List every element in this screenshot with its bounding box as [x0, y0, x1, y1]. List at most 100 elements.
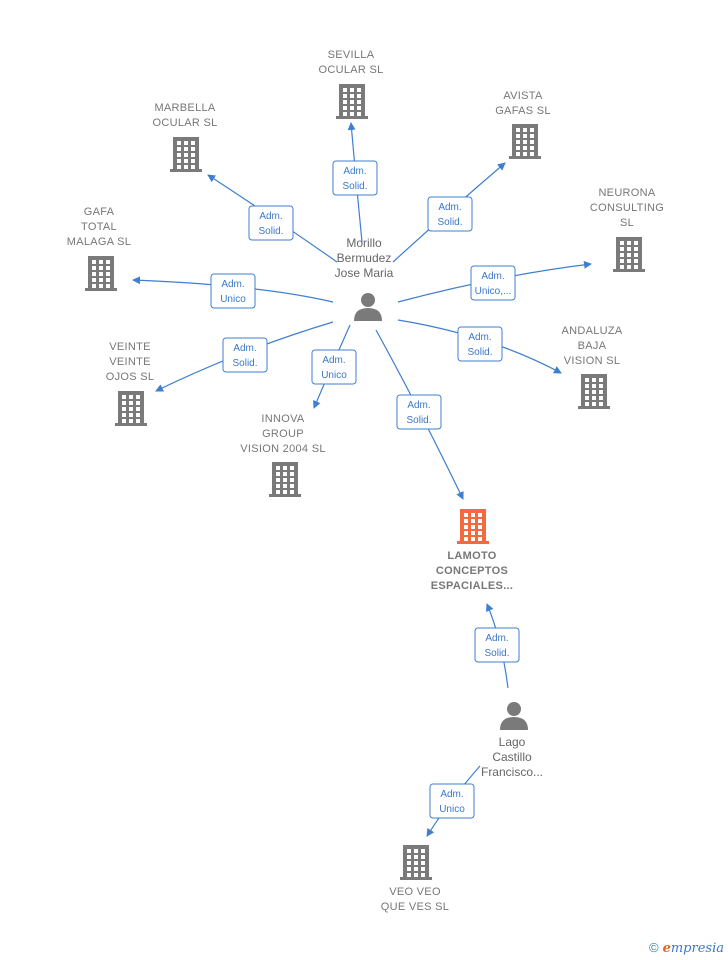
company-name[interactable]: MALAGA SL [67, 236, 131, 248]
role-badge[interactable] [222, 337, 268, 373]
role-badge[interactable] [457, 326, 503, 362]
role-badge[interactable] [332, 160, 378, 196]
edge-morillo-veinte[interactable]: Adm.Solid. [155, 321, 334, 392]
role-label: Adm. [233, 343, 256, 354]
company-name[interactable]: ANDALUZA [561, 325, 622, 337]
role-label: Adm. [440, 789, 463, 800]
role-label: Adm. [485, 633, 508, 644]
edge-morillo-andaluza[interactable]: Adm. Solid. [397, 319, 562, 374]
brand-name: mpresia [670, 941, 724, 956]
company-name[interactable]: TOTAL [81, 221, 117, 233]
role-badge[interactable] [427, 196, 473, 232]
role-label: Unico [220, 294, 246, 305]
person-name[interactable]: Morillo [346, 236, 382, 250]
role-label: Adm. [407, 400, 430, 411]
building-icon [336, 84, 368, 119]
company-node-marbella[interactable]: MARBELLA OCULAR SL [152, 102, 217, 172]
company-name[interactable]: AVISTA [503, 90, 543, 102]
role-badge[interactable] [210, 273, 256, 309]
company-name[interactable]: OCULAR SL [318, 64, 383, 76]
person-name[interactable]: Jose Maria [335, 266, 394, 280]
company-name[interactable]: VEINTE [109, 341, 151, 353]
company-node-lamoto[interactable]: LAMOTO CONCEPTOS ESPACIALES... [431, 509, 514, 592]
company-name[interactable]: MARBELLA [154, 102, 215, 114]
company-name[interactable]: LAMOTO [447, 550, 496, 562]
role-label: Solid. [406, 415, 431, 426]
edge-morillo-neurona[interactable]: Adm. Unico,... [397, 260, 592, 303]
role-label: Solid. [258, 226, 283, 237]
company-name[interactable]: GAFA [84, 206, 115, 218]
building-icon [457, 509, 489, 544]
company-name[interactable]: SL [620, 217, 634, 229]
role-label: Solid. [342, 181, 367, 192]
person-icon [500, 702, 528, 730]
edge-morillo-sevilla[interactable]: Adm. Solid. [332, 122, 378, 243]
company-name[interactable]: VISION 2004 SL [240, 443, 326, 455]
company-name[interactable]: OJOS SL [106, 371, 155, 383]
role-badge[interactable] [248, 205, 294, 241]
company-node-neurona[interactable]: NEURONA CONSULTING SL [590, 187, 664, 272]
role-label: Adm. [343, 166, 366, 177]
role-badge[interactable] [311, 349, 357, 385]
brand-initial: e [662, 941, 671, 956]
company-node-avista[interactable]: AVISTA GAFAS SL [495, 90, 551, 159]
role-label: Adm. [221, 279, 244, 290]
edge-morillo-gafa[interactable]: Adm. Unico [132, 273, 334, 309]
company-name[interactable]: BAJA [578, 340, 607, 352]
company-name[interactable]: INNOVA [261, 413, 305, 425]
company-name[interactable]: ESPACIALES... [431, 580, 514, 592]
edge-morillo-marbella[interactable]: Adm.Solid. [207, 174, 338, 263]
role-badge[interactable] [470, 265, 516, 301]
company-node-andaluza[interactable]: ANDALUZA BAJA VISION SL [561, 325, 623, 409]
role-label: Adm. [438, 202, 461, 213]
role-label: Adm. [468, 332, 491, 343]
person-name[interactable]: Bermudez [337, 251, 392, 265]
role-label: Unico,... [475, 286, 512, 297]
role-label: Adm. [322, 355, 345, 366]
company-name[interactable]: VEINTE [109, 356, 151, 368]
company-node-veinte[interactable]: VEINTE VEINTE OJOS SL [106, 341, 155, 426]
company-name[interactable]: VISION SL [564, 355, 621, 367]
building-icon [400, 845, 432, 880]
role-label: Solid. [467, 347, 492, 358]
role-badge[interactable] [474, 627, 520, 663]
building-icon [613, 237, 645, 272]
role-label: Unico [321, 370, 347, 381]
company-name[interactable]: GROUP [262, 428, 304, 440]
company-name[interactable]: CONSULTING [590, 202, 664, 214]
company-name[interactable]: QUE VES SL [381, 901, 449, 913]
company-name[interactable]: NEURONA [598, 187, 655, 199]
role-badge[interactable] [429, 783, 475, 819]
person-node-lago[interactable]: LagoCastilloFrancisco... [481, 702, 543, 779]
role-label: Solid. [484, 648, 509, 659]
building-icon [509, 124, 541, 159]
person-name[interactable]: Castillo [492, 750, 532, 764]
edge-lago-lamoto[interactable]: Adm. Solid. [474, 603, 520, 689]
person-icon [354, 293, 382, 321]
edge-morillo-innova[interactable]: Adm. Unico [311, 324, 357, 409]
company-name[interactable]: CONCEPTOS [436, 565, 508, 577]
person-name[interactable]: Lago [499, 735, 526, 749]
company-node-sevilla[interactable]: SEVILLA OCULAR SL [318, 49, 383, 119]
company-node-innova[interactable]: INNOVA GROUP VISION 2004 SL [240, 413, 326, 497]
company-name[interactable]: GAFAS SL [495, 105, 551, 117]
company-node-veoveo[interactable]: VEO VEO QUE VES SL [381, 845, 449, 913]
edge-morillo-avista[interactable]: Adm.Solid. [392, 162, 506, 263]
edge-lago-veoveo[interactable]: Adm. Unico [426, 765, 481, 837]
building-icon [170, 137, 202, 172]
edge-morillo-lamoto[interactable]: Adm. Solid. [375, 329, 464, 500]
company-name[interactable]: SEVILLA [328, 49, 375, 61]
empresia-watermark[interactable]: ©empresia [649, 940, 724, 956]
copyright-symbol: © [648, 940, 659, 955]
nodes-layer: SEVILLA OCULAR SL AVISTA GAFAS SL MARBELLA OC… [67, 49, 664, 913]
company-node-gafa[interactable]: GAFA TOTAL MALAGA SL [67, 206, 131, 291]
role-label: Unico [439, 804, 465, 815]
role-badge[interactable] [396, 394, 442, 430]
company-name[interactable]: OCULAR SL [152, 117, 217, 129]
company-name[interactable]: VEO VEO [389, 886, 441, 898]
role-label: Adm. [481, 271, 504, 282]
person-name[interactable]: Francisco... [481, 765, 543, 779]
building-icon [85, 256, 117, 291]
